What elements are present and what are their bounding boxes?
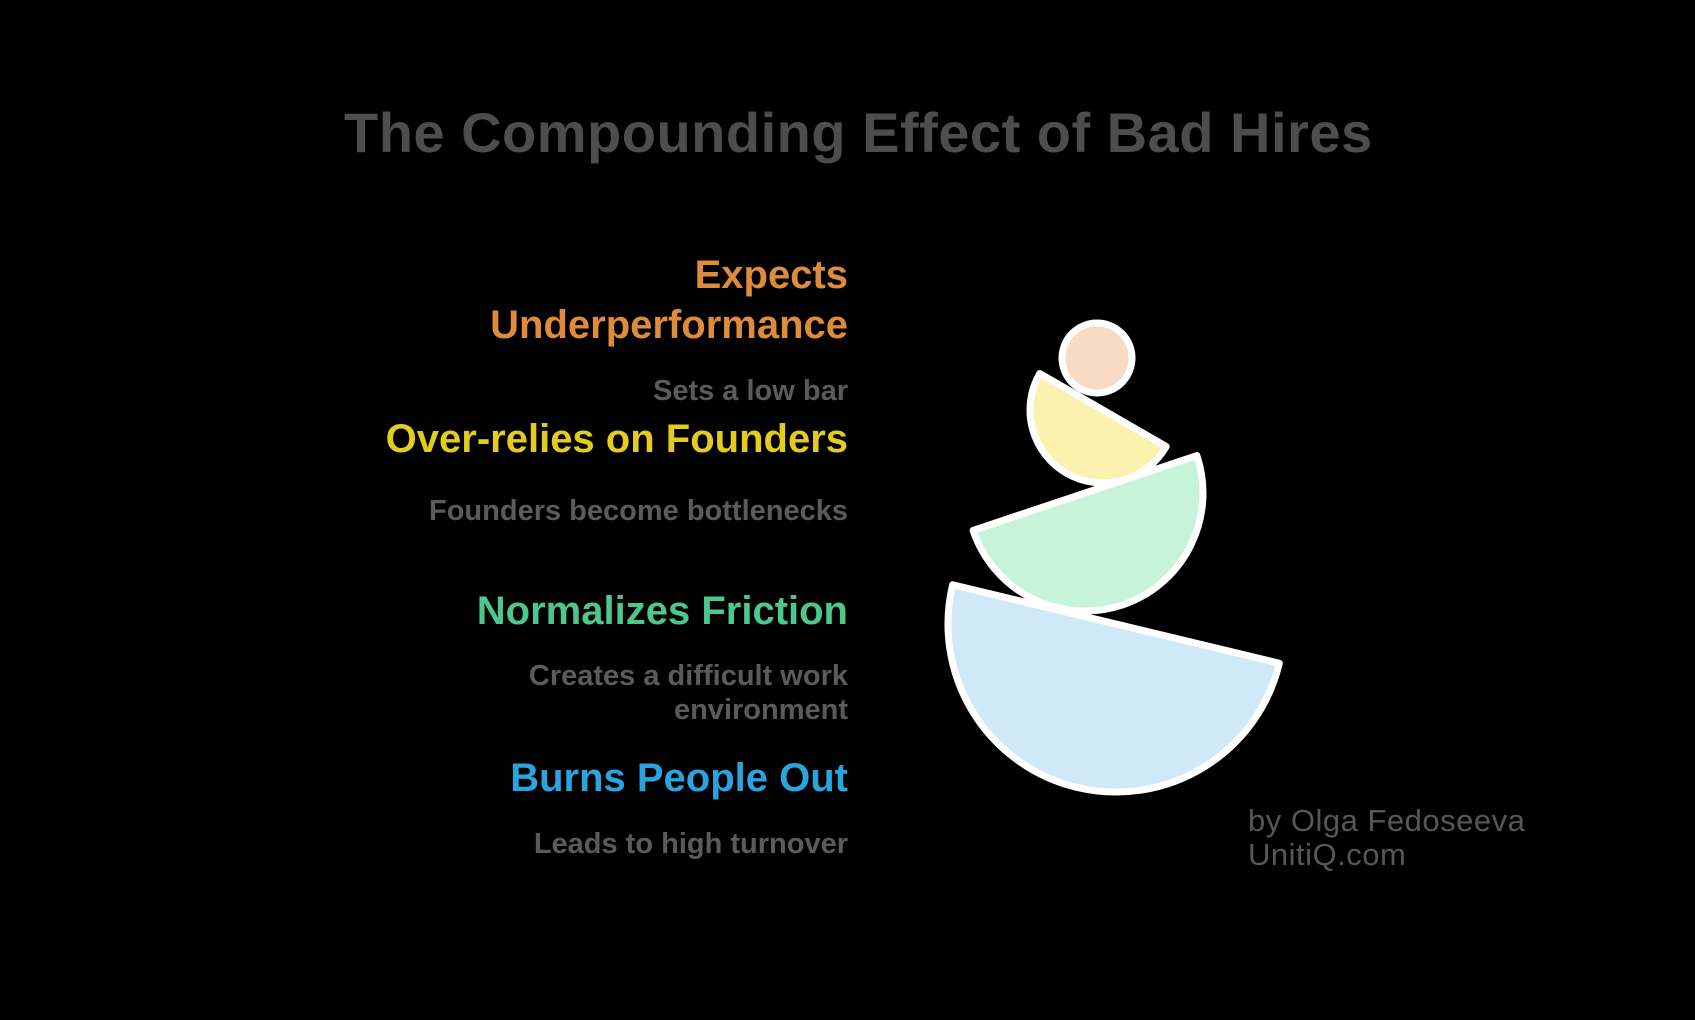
item-heading-normalizes-friction: Normalizes Friction [476, 589, 848, 633]
item-subtitle-leads-to-high-turnover: Leads to high turnover [533, 828, 848, 860]
item-subtitle-creates-difficult-work-environment: Creates a difficult work environment [528, 660, 848, 726]
stone-semicircle-bottom-icon [944, 581, 1283, 796]
item-subtitle-sets-a-low-bar: Sets a low bar [652, 375, 848, 407]
attribution-website: UnitiQ.com [1248, 837, 1407, 872]
stone-semicircle-middle-icon [969, 452, 1207, 615]
stone-semicircle-top-icon [1026, 370, 1170, 487]
item-heading-over-relies-on-founders: Over-relies on Founders [385, 417, 848, 461]
attribution: by Olga Fedoseeva UnitiQ.com [1248, 804, 1525, 872]
item-subtitle-founders-become-bottlenecks: Founders become bottlenecks [429, 495, 848, 527]
attribution-author: by Olga Fedoseeva [1248, 803, 1526, 838]
item-heading-expects-underperformance: Expects Underperformance [490, 253, 848, 347]
stone-circle-icon [1058, 319, 1136, 397]
page-title: The Compounding Effect of Bad Hires [344, 101, 1373, 164]
item-heading-burns-people-out: Burns People Out [510, 756, 848, 800]
